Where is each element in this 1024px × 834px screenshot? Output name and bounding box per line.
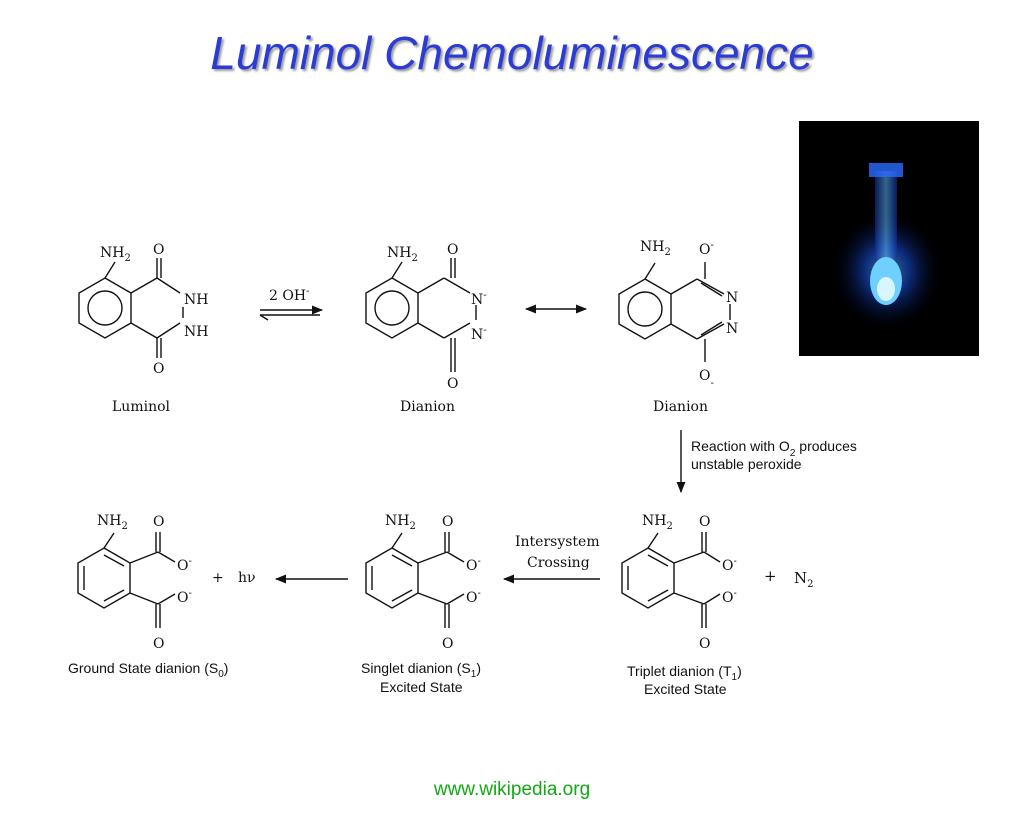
triplet-o-minus-bottom: O- — [722, 588, 737, 606]
plus-sign-n2: + — [764, 567, 777, 585]
singlet-label: Singlet dianion (S1) — [361, 660, 481, 680]
luminol-label: Luminol — [112, 399, 171, 415]
ground-o-bottom: O — [153, 636, 164, 652]
dianion1-n-top: N- — [471, 290, 487, 308]
dianion-structure-1 — [365, 258, 477, 372]
ground-o-minus-top: O- — [177, 556, 192, 574]
dianion2-o-bottom: O- — [699, 368, 714, 389]
dianion-structure-2 — [618, 262, 731, 362]
hydroxide-label: 2 OH- — [269, 286, 309, 304]
nitrogen-label: N2 — [794, 569, 814, 590]
slide-title: Luminol Chemoluminescence — [210, 27, 814, 79]
luminol-glow-photo — [799, 121, 979, 356]
singlet-dianion-structure — [365, 532, 465, 628]
ground-o-top: O — [153, 514, 164, 530]
ground-state-dianion-structure — [77, 532, 176, 628]
luminol-o-bottom: O — [153, 361, 164, 377]
singlet-nh2: NH2 — [385, 513, 416, 532]
singlet-o-minus-bottom: O- — [466, 588, 481, 606]
triplet-o-top: O — [699, 514, 710, 530]
dianion2-o-top: O- — [699, 240, 714, 258]
reaction-o2-line2: unstable peroxide — [691, 456, 802, 472]
triplet-o-bottom: O — [699, 636, 710, 652]
triplet-o-minus-top: O- — [722, 556, 737, 574]
ground-o-minus-bottom: O- — [177, 588, 192, 606]
singlet-excited-label: Excited State — [380, 679, 463, 695]
plus-sign-photon: + — [212, 570, 224, 586]
isc-label-line2: Crossing — [527, 555, 590, 571]
triplet-excited-label: Excited State — [644, 681, 727, 697]
isc-label-line1: Intersystem — [515, 534, 600, 550]
dianion1-o-bottom: O — [447, 376, 458, 392]
ground-nh2: NH2 — [97, 513, 128, 532]
singlet-o-top: O — [442, 514, 453, 530]
photon-label: hν — [238, 570, 256, 586]
ground-state-label: Ground State dianion (S0) — [68, 660, 228, 680]
luminol-nh-bottom: NH — [184, 324, 208, 340]
dianion2-n-bottom: N — [726, 321, 738, 337]
dianion2-label: Dianion — [653, 399, 708, 415]
luminol-o-top: O — [153, 242, 164, 258]
luminol-nh-top: NH — [184, 292, 208, 308]
triplet-label: Triplet dianion (T1) — [627, 663, 742, 683]
luminol-structure — [78, 258, 184, 358]
dianion2-nh2: NH2 — [640, 239, 671, 258]
dianion1-o-top: O — [447, 242, 458, 258]
reaction-o2-line1: Reaction with O2 produces — [691, 438, 857, 459]
triplet-dianion-structure — [621, 532, 721, 628]
dianion2-n-top: N — [726, 290, 738, 306]
luminol-nh2: NH2 — [100, 245, 131, 264]
source-link[interactable]: www.wikipedia.org — [433, 779, 591, 800]
dianion1-nh2: NH2 — [387, 245, 418, 264]
dianion1-label: Dianion — [400, 399, 455, 415]
triplet-nh2: NH2 — [642, 513, 673, 532]
singlet-o-minus-top: O- — [466, 556, 481, 574]
singlet-o-bottom: O — [442, 636, 453, 652]
dianion1-n-bottom: N- — [471, 325, 487, 343]
